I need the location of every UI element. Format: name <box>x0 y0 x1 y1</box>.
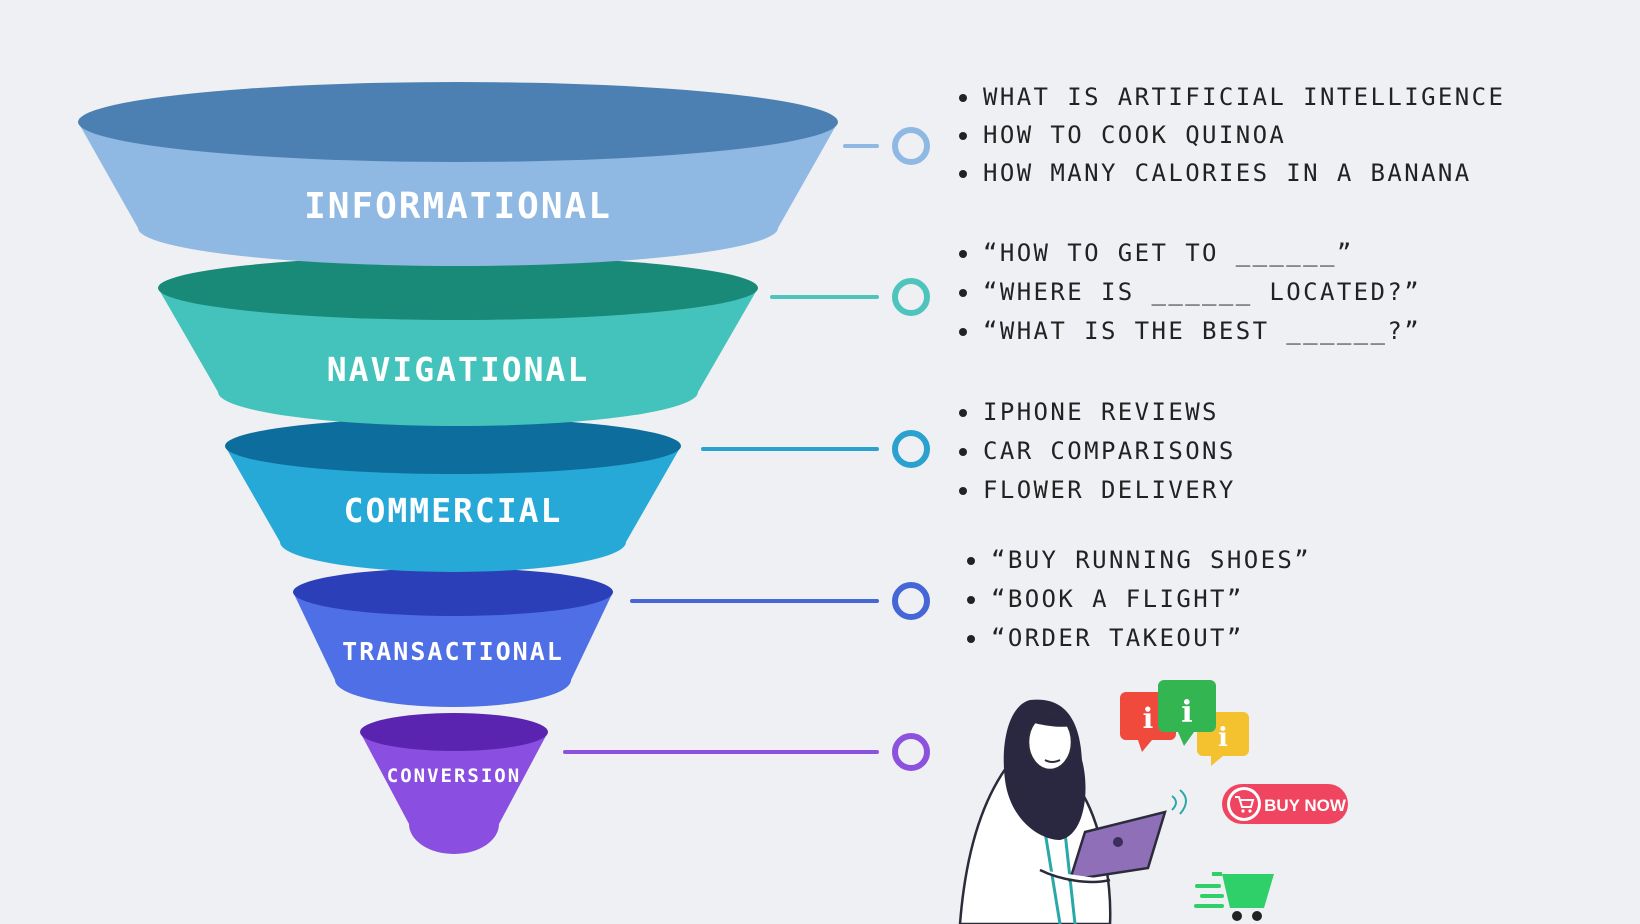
funnel-stage-transactional: TRANSACTIONAL <box>293 568 613 707</box>
funnel-stage-label: INFORMATIONAL <box>304 186 612 227</box>
connector-ring-icon <box>892 430 930 468</box>
funnel-stage-body <box>225 446 681 572</box>
example-list-transactional: “BUY RUNNING SHOES” “BOOK A FLIGHT” “ORD… <box>963 541 1311 658</box>
funnel: CONVERSION TRANSACTIONAL COMMERCIAL NAVIGAT… <box>78 82 838 854</box>
connector-ring-icon <box>892 582 930 620</box>
list-item: WHAT IS ARTIFICIAL INTELLIGENCE <box>955 78 1505 116</box>
funnel-stage-body <box>360 732 548 854</box>
funnel-stage-body <box>158 288 758 426</box>
funnel-stage-informational: INFORMATIONAL <box>78 82 838 266</box>
example-list-informational: WHAT IS ARTIFICIAL INTELLIGENCE HOW TO C… <box>955 78 1505 192</box>
connectors <box>563 127 930 771</box>
cart-icon <box>1235 796 1255 808</box>
funnel-stage-top <box>158 256 758 320</box>
info-glyph: i <box>1218 723 1228 753</box>
connector-ring-icon <box>892 733 930 771</box>
info-glyph: i <box>1181 695 1192 730</box>
list-item: “BOOK A FLIGHT” <box>963 580 1311 619</box>
example-list-navigational: “HOW TO GET TO ______” “WHERE IS ______ … <box>955 234 1421 351</box>
list-item: “WHAT IS THE BEST ______?” <box>955 312 1421 351</box>
list-item: CAR COMPARISONS <box>955 432 1236 471</box>
funnel-stage-body <box>78 122 838 266</box>
funnel-stage-label: NAVIGATIONAL <box>327 350 589 389</box>
connector-ring-icon <box>892 127 930 165</box>
funnel-stage-top <box>225 418 681 474</box>
funnel-stage-top <box>360 713 548 751</box>
funnel-stage-label: TRANSACTIONAL <box>342 637 564 666</box>
list-item: HOW TO COOK QUINOA <box>955 116 1505 154</box>
funnel-stage-top <box>293 568 613 616</box>
list-item: IPHONE REVIEWS <box>955 393 1236 432</box>
illustration: i i i BUY NOW <box>958 680 1348 924</box>
funnel-stage-label: COMMERCIAL <box>344 491 563 530</box>
funnel-stage-conversion: CONVERSION <box>360 713 548 854</box>
list-item: FLOWER DELIVERY <box>955 471 1236 510</box>
connector-ring-icon <box>892 278 930 316</box>
funnel-stage-navigational: NAVIGATIONAL <box>158 256 758 426</box>
list-item: “WHERE IS ______ LOCATED?” <box>955 273 1421 312</box>
shopping-cart-icon <box>1194 872 1274 921</box>
example-list-commercial: IPHONE REVIEWS CAR COMPARISONS FLOWER DE… <box>955 393 1236 510</box>
list-item: “ORDER TAKEOUT” <box>963 619 1311 658</box>
list-item: “HOW TO GET TO ______” <box>955 234 1421 273</box>
list-item: HOW MANY CALORIES IN A BANANA <box>955 154 1505 192</box>
funnel-stage-commercial: COMMERCIAL <box>225 418 681 572</box>
info-speech-bubbles-icon: i i i <box>1120 680 1249 766</box>
funnel-stage-label: CONVERSION <box>387 765 521 787</box>
list-item: “BUY RUNNING SHOES” <box>963 541 1311 580</box>
buy-now-label: BUY NOW <box>1264 796 1347 815</box>
info-glyph: i <box>1143 702 1154 735</box>
funnel-stage-body <box>293 592 613 707</box>
buy-now-button[interactable]: BUY NOW <box>1222 784 1348 824</box>
person-with-laptop-icon <box>958 699 1187 924</box>
funnel-stage-top <box>78 82 838 162</box>
